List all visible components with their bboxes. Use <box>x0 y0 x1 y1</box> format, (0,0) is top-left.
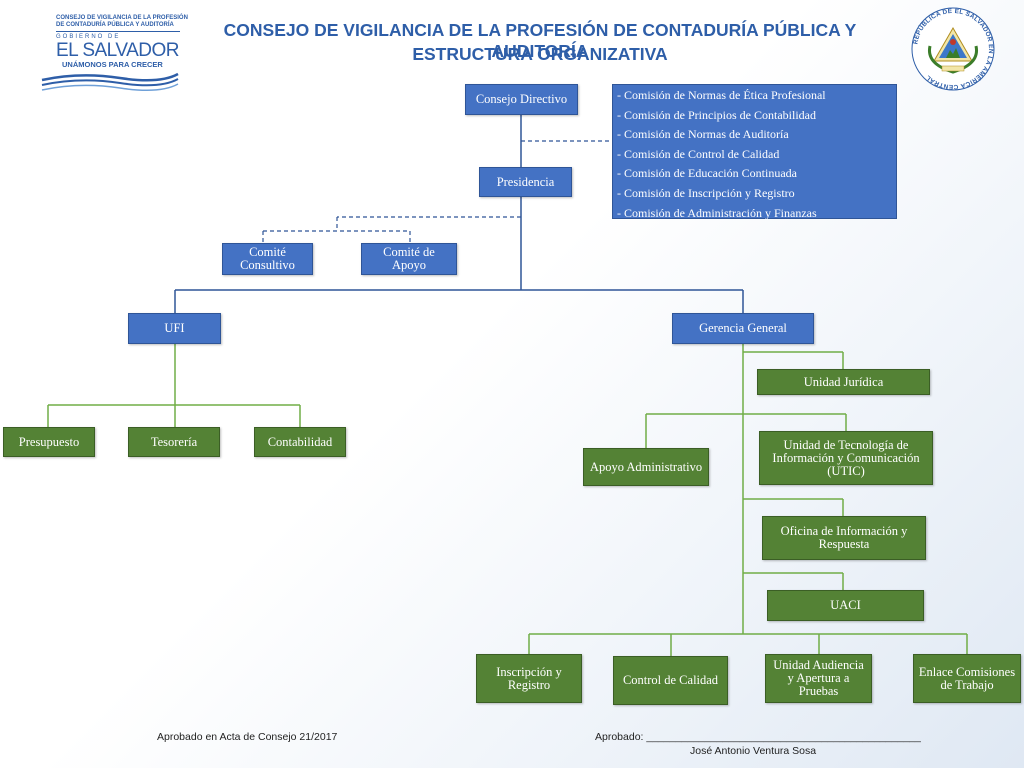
commission-item[interactable]: - Comisión de Administración y Finanzas <box>617 205 817 220</box>
green-connectors <box>47 344 968 656</box>
commission-item[interactable]: - Comisión de Normas de Auditoría <box>617 127 789 142</box>
node-presupuesto[interactable]: Presupuesto <box>3 427 95 457</box>
commission-item[interactable]: - Comisión de Inscripción y Registro <box>617 185 795 200</box>
node-contabilidad[interactable]: Contabilidad <box>254 427 346 457</box>
national-seal-icon: REPÚBLICA DE EL SALVADOR EN LA AMÉRICA C… <box>911 7 995 91</box>
node-control-calidad[interactable]: Control de Calidad <box>613 656 728 705</box>
commission-item[interactable]: - Comisión de Control de Calidad <box>617 146 780 161</box>
node-unidad-audiencia[interactable]: Unidad Audiencia y Apertura a Pruebas <box>765 654 872 703</box>
approved-signature-line: Aprobado: ______________________________… <box>595 731 921 743</box>
node-comite-consultivo[interactable]: Comité Consultivo <box>222 243 313 275</box>
logo-line1: CONSEJO DE VIGILANCIA DE LA PROFESIÓN <box>56 15 188 21</box>
node-consejo-directivo[interactable]: Consejo Directivo <box>465 84 578 115</box>
commission-item[interactable]: - Comisión de Principios de Contabilidad <box>617 107 816 122</box>
commission-item[interactable]: - Comisión de Educación Continuada <box>617 166 797 181</box>
commissions-panel: - Comisión de Normas de Ética Profesiona… <box>612 84 897 220</box>
node-unidad-juridica[interactable]: Unidad Jurídica <box>757 369 930 395</box>
commission-item[interactable]: - Comisión de Normas de Ética Profesiona… <box>617 88 826 102</box>
page-title: CONSEJO DE VIGILANCIA DE LA PROFESIÓN DE… <box>223 20 857 61</box>
government-logo: CONSEJO DE VIGILANCIA DE LA PROFESIÓN DE… <box>40 12 190 94</box>
logo-slogan: UNÁMONOS PARA CRECER <box>62 60 163 69</box>
dashed-connectors <box>262 140 612 243</box>
node-ufi[interactable]: UFI <box>128 313 221 344</box>
page-subtitle: ESTRUCTURA ORGANIZATIVA <box>412 44 668 64</box>
node-uaci[interactable]: UACI <box>767 590 924 621</box>
approval-note: Aprobado en Acta de Consejo 21/2017 <box>157 731 338 743</box>
node-comite-apoyo[interactable]: Comité de Apoyo <box>361 243 457 275</box>
logo-rule <box>56 31 180 32</box>
signer-name: José Antonio Ventura Sosa <box>690 745 817 757</box>
node-utic[interactable]: Unidad de Tecnología de Información y Co… <box>759 431 933 485</box>
node-enlace-comisiones[interactable]: Enlace Comisiones de Trabajo <box>913 654 1021 703</box>
node-tesoreria[interactable]: Tesorería <box>128 427 220 457</box>
logo-line2: DE CONTADURÍA PÚBLICA Y AUDITORÍA <box>56 22 174 28</box>
node-inscripcion-registro[interactable]: Inscripción y Registro <box>476 654 582 703</box>
node-oficina-informacion[interactable]: Oficina de Información y Respuesta <box>762 516 926 560</box>
logo-country-name: EL SALVADOR <box>56 40 179 61</box>
logo-waves-icon <box>41 72 179 91</box>
logo-gov-text: GOBIERNO DE <box>56 34 121 40</box>
node-presidencia[interactable]: Presidencia <box>479 167 572 197</box>
node-gerencia-general[interactable]: Gerencia General <box>672 313 814 344</box>
node-apoyo-administrativo[interactable]: Apoyo Administrativo <box>583 448 709 486</box>
